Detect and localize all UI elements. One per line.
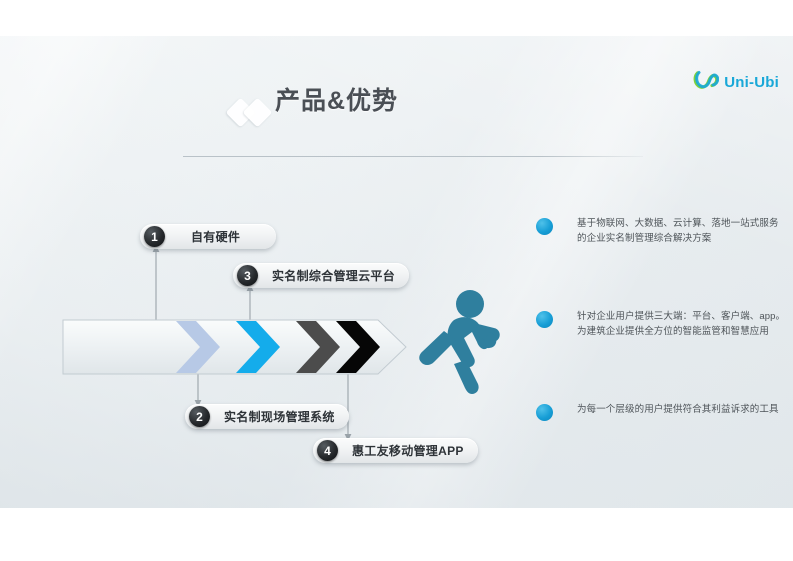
benefit-text-1: 基于物联网、大数据、云计算、落地一站式服务的企业实名制管理综合解决方案 [577, 218, 779, 244]
benefit-item-3: 为每一个层级的用户提供符合其利益诉求的工具 [536, 402, 788, 421]
benefit-text-2: 针对企业用户提供三大端：平台、客户端、app。为建筑企业提供全方位的智能监管和智… [577, 311, 786, 337]
callout-step-4[interactable]: 4 惠工友移动管理APP [313, 438, 478, 463]
chevron-step-1 [174, 319, 222, 375]
callout-badge-1: 1 [144, 226, 165, 247]
benefit-text-3: 为每一个层级的用户提供符合其利益诉求的工具 [577, 404, 779, 415]
chevron-step-2 [234, 319, 282, 375]
callout-label-2: 实名制现场管理系统 [224, 410, 335, 424]
callout-step-3[interactable]: 3 实名制综合管理云平台 [233, 263, 410, 288]
callout-badge-3: 3 [237, 265, 258, 286]
benefit-item-1: 基于物联网、大数据、云计算、落地一站式服务的企业实名制管理综合解决方案 [536, 216, 788, 246]
callout-step-1[interactable]: 1 自有硬件 [140, 224, 277, 249]
callout-badge-4: 4 [317, 440, 338, 461]
uni-ubi-infinity-icon [693, 69, 720, 96]
title-block: 产品&优势 [183, 84, 653, 157]
slide-canvas: Uni-Ubi 产品&优势 [0, 36, 793, 508]
brand-logo: Uni-Ubi [693, 69, 779, 96]
page-title: 产品&优势 [275, 87, 399, 115]
bullet-dot-icon [536, 311, 553, 328]
process-arrow-band [62, 319, 407, 375]
callout-badge-2: 2 [189, 406, 210, 427]
benefit-item-2: 针对企业用户提供三大端：平台、客户端、app。为建筑企业提供全方位的智能监管和智… [536, 309, 788, 339]
callout-label-1: 自有硬件 [191, 230, 241, 244]
logo-text: Uni-Ubi [724, 74, 779, 91]
callout-label-3: 实名制综合管理云平台 [272, 269, 396, 283]
chevron-step-4 [334, 319, 382, 375]
bullet-dot-icon [536, 218, 553, 235]
callout-step-2[interactable]: 2 实名制现场管理系统 [185, 404, 349, 429]
bullet-dot-icon [536, 404, 553, 421]
chevron-step-3 [294, 319, 342, 375]
diamond-decoration-icon [225, 97, 278, 128]
title-divider [183, 156, 643, 157]
running-person-icon [394, 288, 516, 400]
callout-label-4: 惠工友移动管理APP [352, 444, 464, 458]
